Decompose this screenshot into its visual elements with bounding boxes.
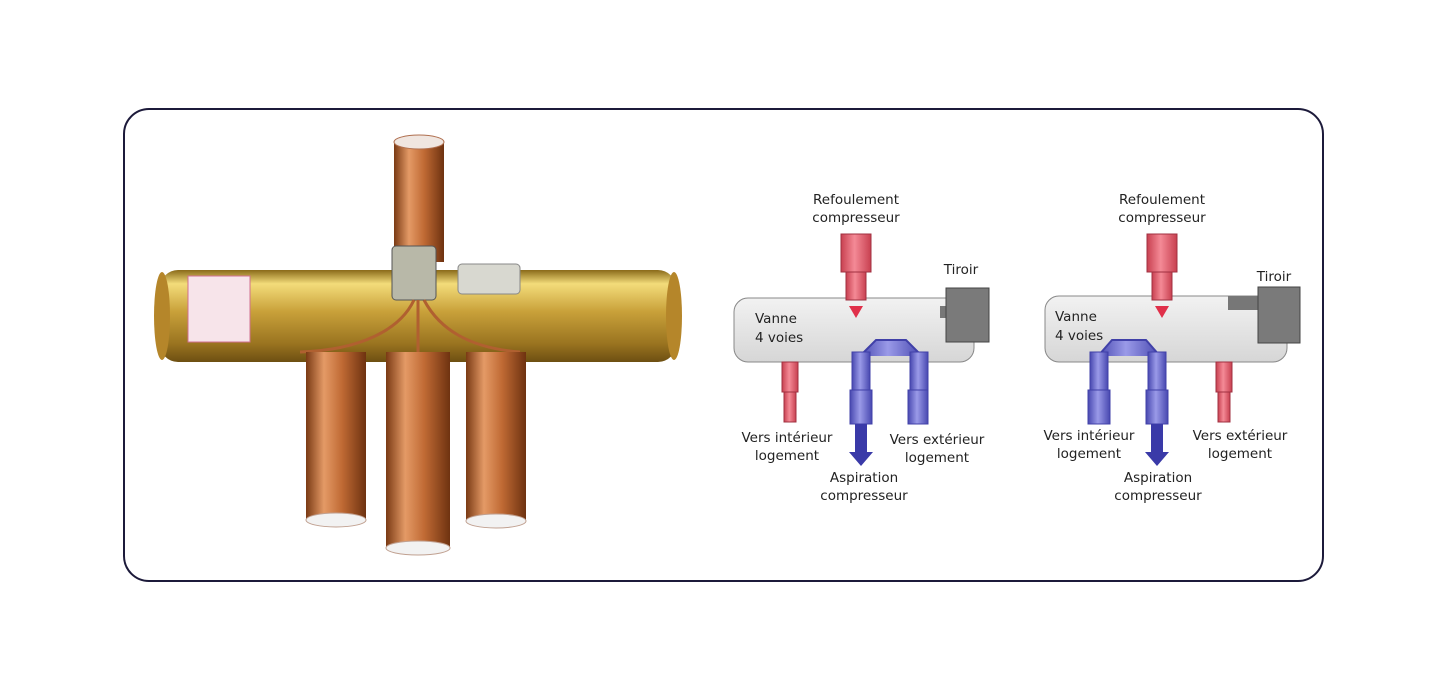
indoor-port-pipe	[781, 361, 799, 393]
bottom-pipe-left	[306, 352, 366, 520]
right-cap	[666, 272, 682, 360]
top-pipe-end	[393, 134, 445, 150]
suction-bridge	[1097, 339, 1161, 357]
outdoor-label-line1: Vers extérieur	[1193, 428, 1288, 444]
suction-label-line2: compresseur	[820, 488, 908, 504]
outdoor-port-pipe	[1215, 361, 1233, 393]
suction-label-line1: Aspiration	[830, 470, 898, 486]
suction-label-line1: Aspiration	[1124, 470, 1192, 486]
discharge-pipe	[1146, 233, 1178, 273]
discharge-label-line2: compresseur	[812, 210, 900, 226]
valve-label-line1: Vanne	[755, 311, 797, 327]
discharge-arrow	[849, 306, 863, 318]
diagram-left: Refoulement compresseur Tiroir Vanne 4 v…	[733, 192, 990, 504]
discharge-pipe-neck	[845, 271, 867, 301]
outdoor-label-line2: logement	[905, 450, 969, 466]
discharge-pipe	[840, 233, 872, 273]
discharge-label-line1: Refoulement	[1119, 192, 1205, 208]
slide-rod	[1228, 296, 1260, 310]
indoor-label-line2: logement	[1057, 446, 1121, 462]
bottom-pipe-right	[466, 352, 526, 520]
suction-leg-right	[909, 351, 929, 391]
label-sticker	[187, 275, 251, 343]
suction-arrow	[1145, 424, 1169, 466]
diagram-right: Refoulement compresseur Tiroir Vanne 4 v…	[1044, 192, 1301, 504]
suction-leg-left-lower	[849, 389, 873, 425]
suction-leg-left	[1089, 351, 1109, 391]
suction-leg-left	[851, 351, 871, 391]
slide-block	[1257, 286, 1301, 344]
suction-leg-right	[1147, 351, 1167, 391]
left-cap	[154, 272, 170, 360]
outdoor-label-line1: Vers extérieur	[890, 432, 985, 448]
valve-label-line2: 4 voies	[1055, 328, 1103, 344]
outdoor-port-tip	[1217, 391, 1231, 423]
discharge-label-line1: Refoulement	[813, 192, 899, 208]
bottom-pipe-right-end	[465, 513, 527, 529]
indoor-label-line1: Vers intérieur	[742, 430, 833, 446]
indoor-label-line2: logement	[755, 448, 819, 464]
outdoor-port-pipe	[907, 389, 929, 425]
discharge-arrow	[1155, 306, 1169, 318]
suction-leg-right-lower	[1145, 389, 1169, 425]
bottom-pipe-left-end	[305, 512, 367, 528]
valve-photo	[154, 134, 682, 556]
pilot-block	[391, 245, 437, 301]
indoor-label-line1: Vers intérieur	[1044, 428, 1135, 444]
discharge-pipe-neck	[1151, 271, 1173, 301]
suction-bridge	[859, 339, 923, 357]
suction-arrow	[849, 424, 873, 466]
indoor-port-tip	[783, 391, 797, 423]
bottom-pipe-center-end	[385, 540, 451, 556]
pilot-cylinder	[457, 263, 521, 295]
suction-label-line2: compresseur	[1114, 488, 1202, 504]
slide-label: Tiroir	[943, 262, 979, 278]
slide-label: Tiroir	[1256, 269, 1292, 285]
capillary-tube-left	[299, 299, 416, 354]
indoor-port-pipe	[1087, 389, 1111, 425]
capillary-tube-right	[422, 299, 521, 354]
valve-label-line2: 4 voies	[755, 330, 803, 346]
discharge-label-line2: compresseur	[1118, 210, 1206, 226]
bottom-pipe-center	[386, 352, 450, 548]
valve-label-line1: Vanne	[1055, 309, 1097, 325]
top-copper-pipe	[394, 142, 444, 262]
outdoor-label-line2: logement	[1208, 446, 1272, 462]
slide-block	[945, 287, 990, 343]
